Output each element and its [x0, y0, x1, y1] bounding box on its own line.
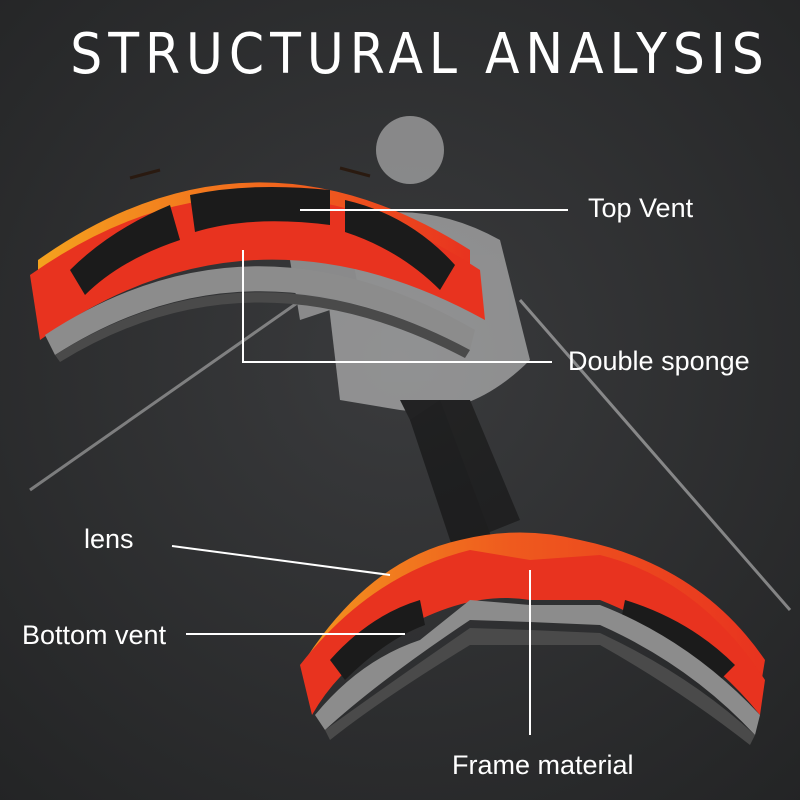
top-vent-label: Top Vent	[588, 193, 694, 223]
bottom-vent-label: Bottom vent	[22, 620, 167, 650]
frame-material-label: Frame material	[452, 750, 634, 780]
double-sponge-leader	[242, 250, 552, 363]
lens-leader	[171, 545, 391, 576]
page-title: STRUCTURAL ANALYSIS	[70, 22, 770, 87]
double-sponge-label: Double sponge	[568, 346, 750, 376]
top-goggle	[30, 166, 485, 362]
bottom-goggle	[300, 532, 765, 745]
lens-label: lens	[84, 524, 134, 554]
callout-lines	[171, 209, 568, 735]
